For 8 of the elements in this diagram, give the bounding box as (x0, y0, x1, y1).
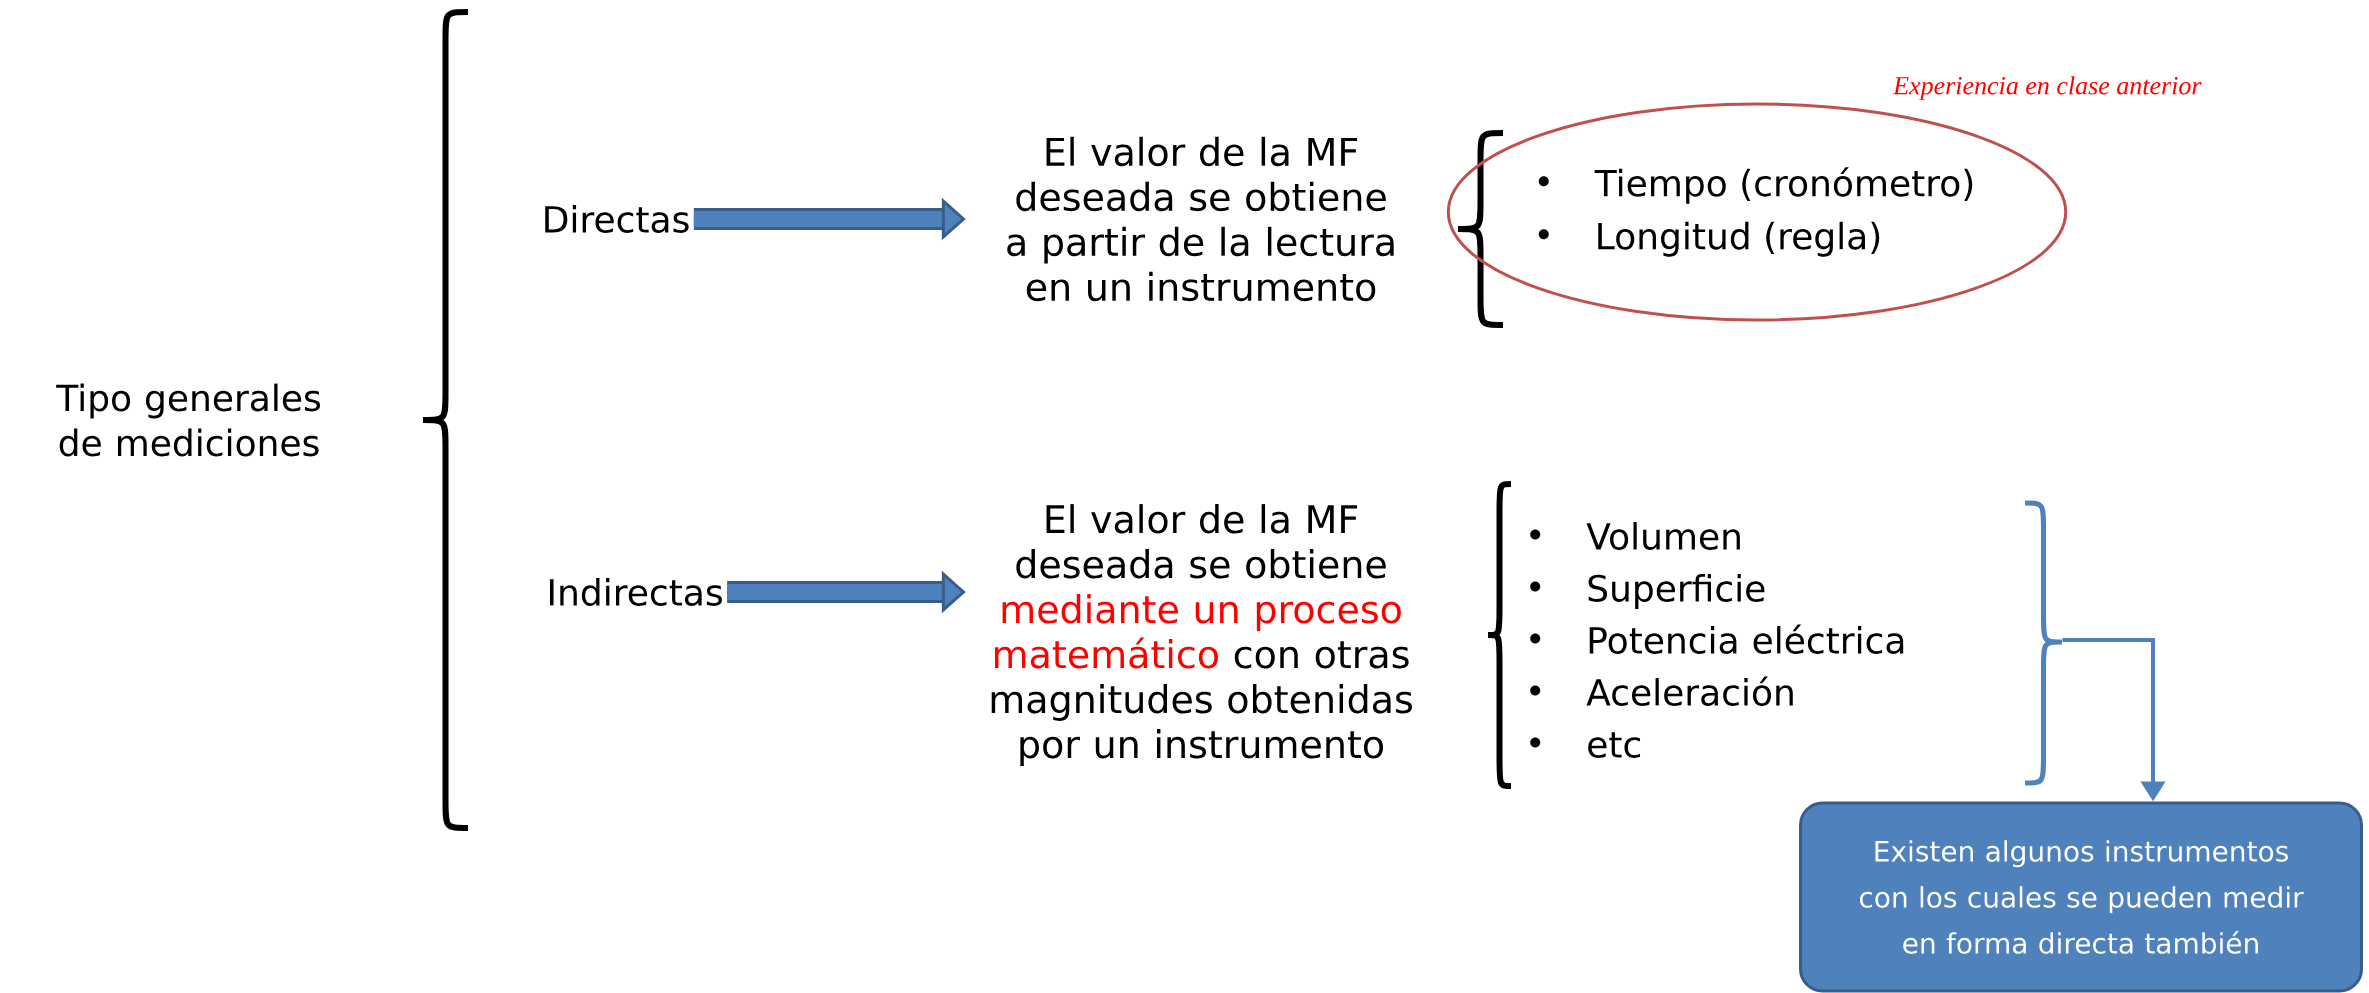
note-text: Experiencia en clase anterior (1892, 76, 2202, 100)
branch-label: Directas (545, 205, 689, 233)
description-text: El valor de la MF deseada se obtiene a partir de la lectura en un instrumento (1007, 136, 1394, 302)
description-text: El valor de la MF deseada se obtiene mediante un proceso matemático con otras magnitudes obtenidas por un instrumento (991, 504, 1412, 766)
note-box: Existen algunos instrumentos con los cuales se pueden medir en forma directa también (1799, 801, 2363, 993)
bullet-list: Volumen Superficie Potencia eléctrica Aceleración etc (1530, 522, 1904, 758)
heading-text: Tipo generales de mediciones (56, 383, 320, 457)
branch-label: Indirectas (549, 578, 722, 606)
